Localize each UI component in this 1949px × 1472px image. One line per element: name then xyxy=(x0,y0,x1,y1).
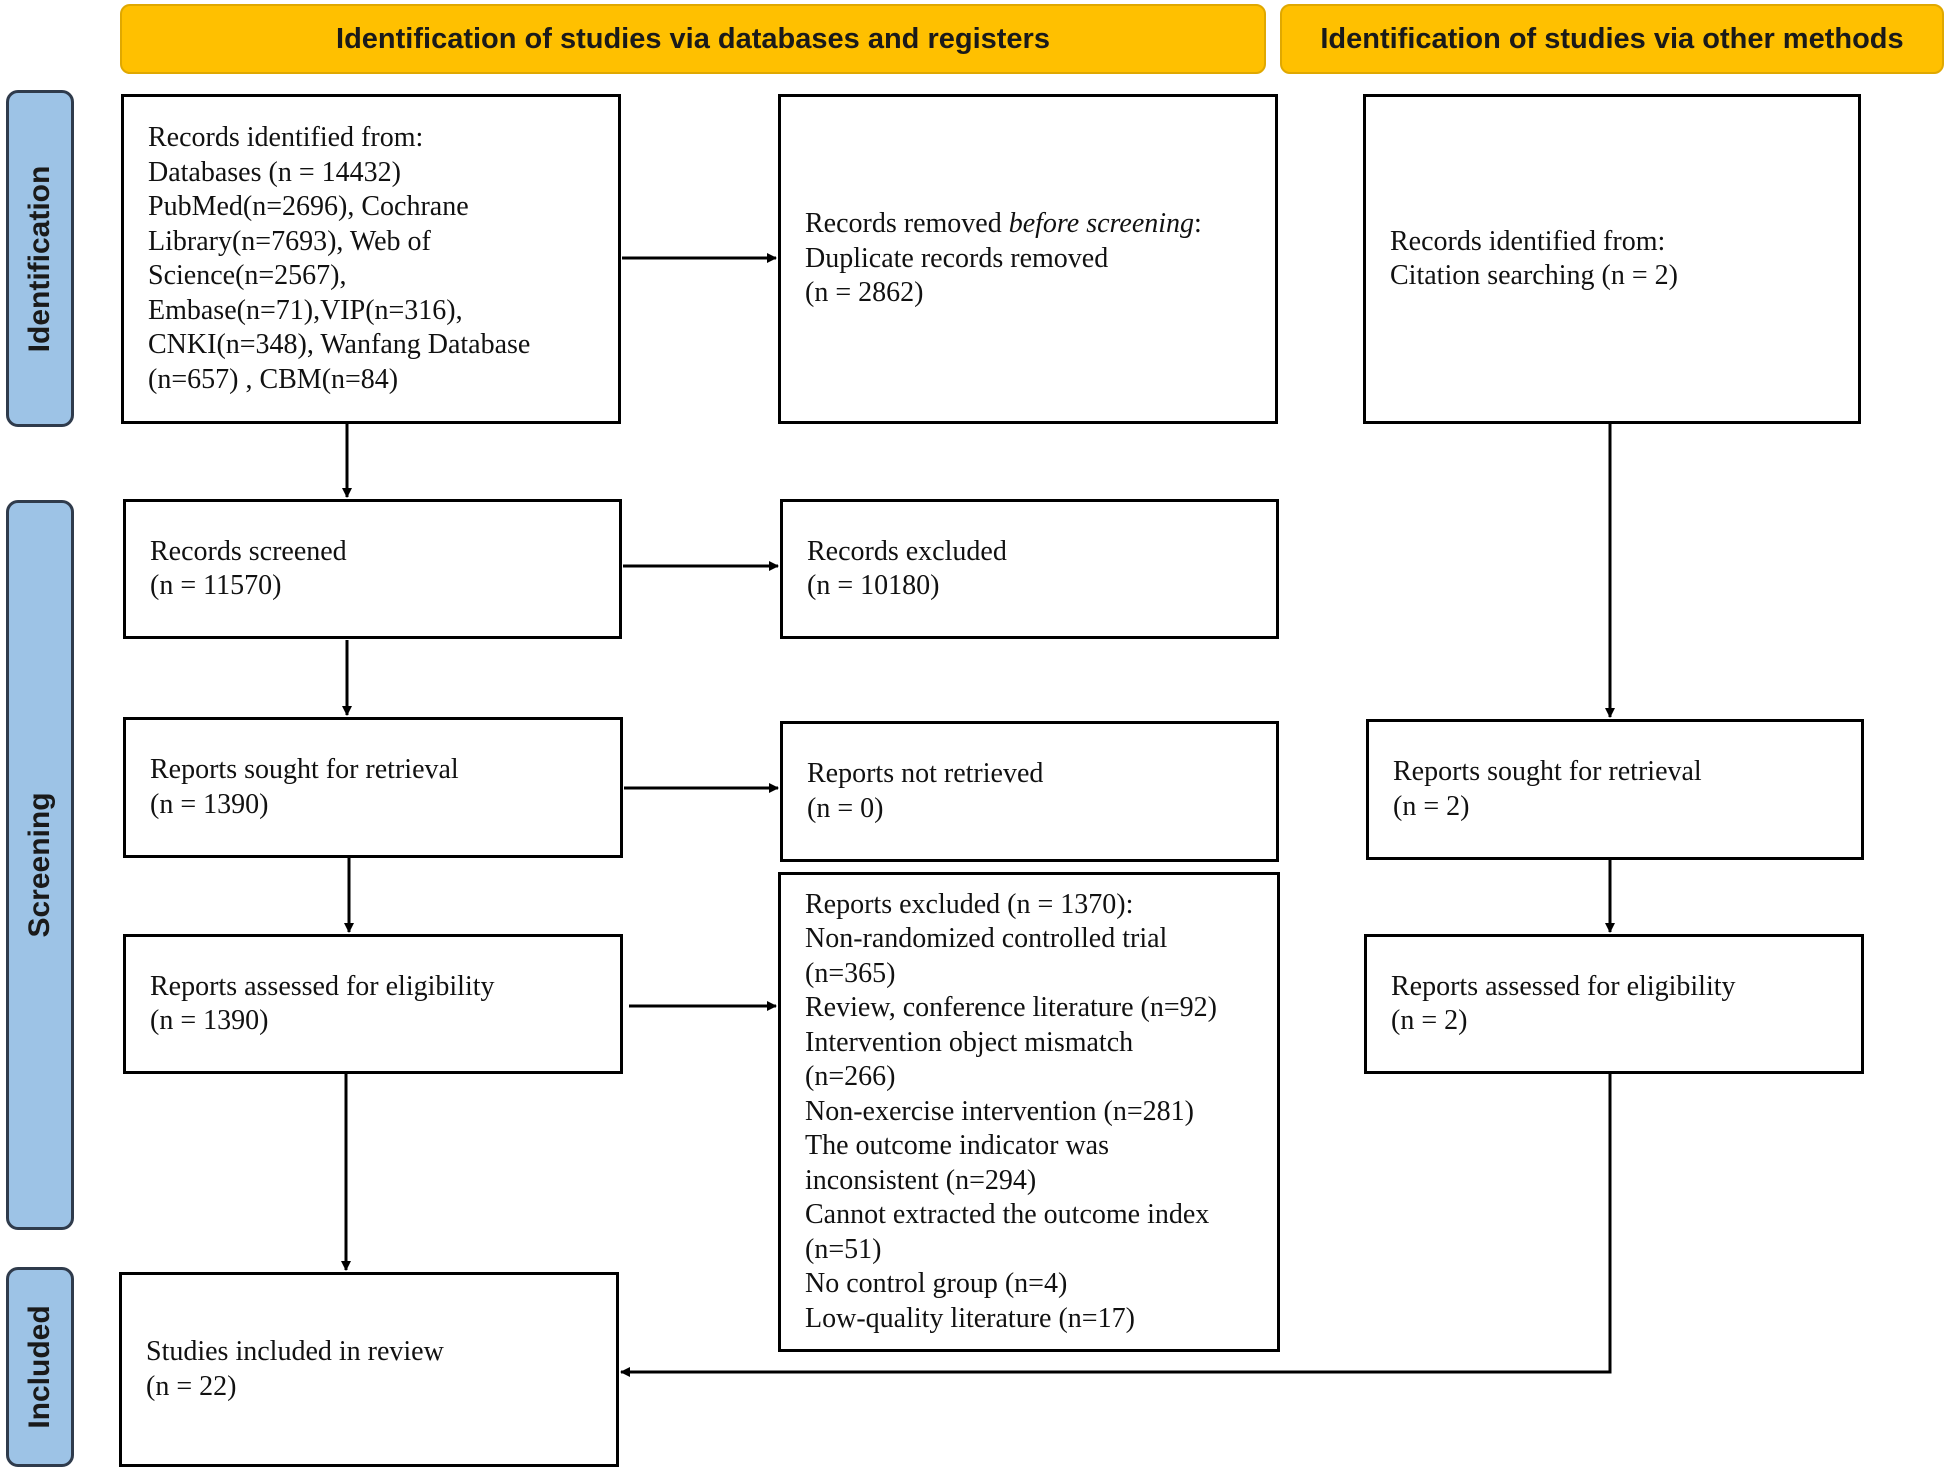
records-identified-line: Science(n=2567), xyxy=(148,260,347,291)
reports-excluded-line: Low-quality literature (n=17) xyxy=(805,1302,1135,1334)
records-identified-line: Embase(n=71),VIP(n=316), xyxy=(148,294,463,326)
records-screened-line: (n = 11570) xyxy=(150,570,282,601)
reports-excluded-line: (n=266) xyxy=(805,1061,896,1093)
reports-excluded-line: inconsistent (n=294) xyxy=(805,1164,1037,1196)
reports-assessed-other-box: Reports assessed for eligibility(n = 2) xyxy=(1364,934,1864,1074)
reports-excluded-line: No control group (n=4) xyxy=(805,1268,1068,1300)
reports-sought-line: (n = 1390) xyxy=(150,788,269,820)
arrow-assessed-other-to-included xyxy=(620,1074,1612,1377)
records-identified-line: Library(n=7693), Web of xyxy=(148,225,431,257)
reports-excluded-line: (n=51) xyxy=(805,1233,882,1265)
records-removed-heading: Records removed before screening: xyxy=(805,208,1202,240)
records-identified-box: Records identified from:Databases (n = 1… xyxy=(121,94,621,424)
reports-not-retrieved-line: Reports not retrieved xyxy=(807,758,1044,789)
records-identified-line: PubMed(n=2696), Cochrane xyxy=(148,191,469,222)
reports-excluded-line: Cannot extracted the outcome index xyxy=(805,1199,1210,1231)
reports-excluded-box: Reports excluded (n = 1370):Non-randomiz… xyxy=(778,872,1280,1352)
records-excluded-line: Records excluded xyxy=(807,535,1007,567)
reports-assessed-other-line: Reports assessed for eligibility xyxy=(1391,970,1736,1002)
header-other-methods: Identification of studies via other meth… xyxy=(1280,4,1944,74)
phase-identification: Identification xyxy=(6,90,74,427)
studies-included-line: (n = 22) xyxy=(146,1370,237,1402)
reports-assessed-box: Reports assessed for eligibility(n = 139… xyxy=(123,934,623,1074)
reports-assessed-other-line: (n = 2) xyxy=(1391,1005,1468,1036)
records-excluded-box: Records excluded(n = 10180) xyxy=(780,499,1279,639)
reports-not-retrieved-line: (n = 0) xyxy=(807,792,884,824)
studies-included-box: Studies included in review(n = 22) xyxy=(119,1272,619,1467)
reports-excluded-line: Intervention object mismatch xyxy=(805,1026,1134,1058)
reports-excluded-line: (n=365) xyxy=(805,957,896,989)
studies-included-line: Studies included in review xyxy=(146,1336,444,1367)
reports-assessed-line: Reports assessed for eligibility xyxy=(150,970,495,1002)
reports-excluded-line: Non-exercise intervention (n=281) xyxy=(805,1095,1194,1127)
reports-sought-other-line: Reports sought for retrieval xyxy=(1393,756,1702,787)
records-screened-line: Records screened xyxy=(150,535,347,567)
reports-excluded-line: Non-randomized controlled trial xyxy=(805,923,1168,955)
records-removed-line: Duplicate records removed xyxy=(805,242,1109,274)
reports-excluded-line: Review, conference literature (n=92) xyxy=(805,992,1217,1024)
reports-sought-other-box: Reports sought for retrieval(n = 2) xyxy=(1366,719,1864,860)
reports-excluded-line: Reports excluded (n = 1370): xyxy=(805,888,1134,920)
records-identified-line: CNKI(n=348), Wanfang Database xyxy=(148,329,531,360)
records-screened-box: Records screened(n = 11570) xyxy=(123,499,622,639)
citation-identified-line: Citation searching (n = 2) xyxy=(1390,260,1678,291)
records-identified-line: (n=657) , CBM(n=84) xyxy=(148,363,399,395)
records-identified-line: Databases (n = 14432) xyxy=(148,156,401,188)
citation-identified-line: Records identified from: xyxy=(1390,225,1666,257)
reports-sought-line: Reports sought for retrieval xyxy=(150,754,459,785)
reports-not-retrieved-box: Reports not retrieved(n = 0) xyxy=(780,721,1279,862)
records-removed-box: Records removed before screening: Duplic… xyxy=(778,94,1278,424)
reports-assessed-line: (n = 1390) xyxy=(150,1005,269,1036)
records-excluded-line: (n = 10180) xyxy=(807,570,940,601)
citation-identified-box: Records identified from:Citation searchi… xyxy=(1363,94,1861,424)
phase-included: Included xyxy=(6,1267,74,1467)
records-identified-line: Records identified from: xyxy=(148,122,424,153)
reports-excluded-line: The outcome indicator was xyxy=(805,1130,1110,1162)
reports-sought-other-line: (n = 2) xyxy=(1393,790,1470,822)
phase-screening: Screening xyxy=(6,500,74,1230)
records-removed-line: (n = 2862) xyxy=(805,277,924,309)
header-databases-registers: Identification of studies via databases … xyxy=(120,4,1266,74)
reports-sought-box: Reports sought for retrieval(n = 1390) xyxy=(123,717,623,858)
